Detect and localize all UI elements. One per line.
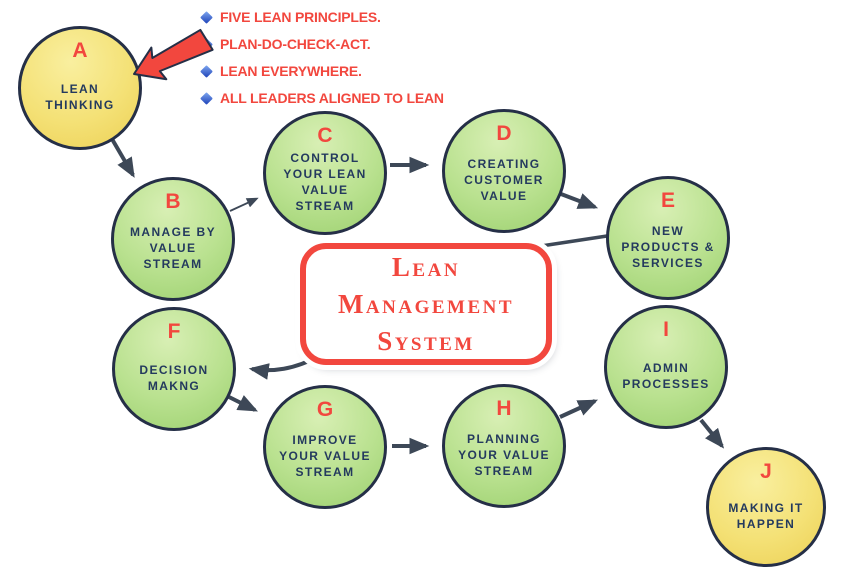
node-i-label: ADMIN PROCESSES <box>622 361 710 391</box>
node-e-letter: E <box>660 189 675 212</box>
arrow-d-to-e <box>560 192 599 209</box>
node-d-creating-customer-value: D CREATING CUSTOMER VALUE <box>442 109 566 233</box>
callout-text: ALL LEADERS ALIGNED TO LEAN <box>220 90 444 106</box>
node-h-label: PLANNING YOUR VALUE STREAM <box>458 432 550 478</box>
callout-text: LEAN EVERYWHERE. <box>220 63 362 79</box>
arrow-f-to-g <box>228 395 258 412</box>
callout-list: FIVE LEAN PRINCIPLES. PLAN-DO-CHECK-ACT.… <box>200 8 444 116</box>
node-a-letter: A <box>72 39 88 62</box>
callout-item: FIVE LEAN PRINCIPLES. <box>200 8 444 26</box>
callout-text: PLAN-DO-CHECK-ACT. <box>220 36 371 52</box>
node-i-letter: I <box>663 318 669 341</box>
arrow-i-to-j <box>699 418 725 449</box>
node-f-letter: F <box>167 320 181 343</box>
callout-item: ALL LEADERS ALIGNED TO LEAN <box>200 89 444 107</box>
node-g-letter: G <box>316 398 334 421</box>
node-g-label: IMPROVE YOUR VALUE STREAM <box>279 433 371 479</box>
node-i-admin-processes: I ADMIN PROCESSES <box>604 305 728 429</box>
node-j-letter: J <box>760 460 772 483</box>
center-box: Lean Management System <box>300 243 552 365</box>
node-b-label: MANAGE BY VALUE STREAM <box>130 225 216 271</box>
callout-item: PLAN-DO-CHECK-ACT. <box>200 35 444 53</box>
arrow-a-to-b <box>110 137 135 178</box>
node-h-letter: H <box>496 397 512 420</box>
arrow-b-to-c <box>229 197 259 212</box>
node-f-label: DECISION MAKNG <box>139 363 209 393</box>
node-e-new-products-services: E NEW PRODUCTS & SERVICES <box>606 176 730 300</box>
red-block-arrow-icon <box>133 28 214 81</box>
connector-e-to-box <box>527 234 608 250</box>
node-a-label: LEAN THINKING <box>45 82 115 112</box>
callout-text: FIVE LEAN PRINCIPLES. <box>220 9 381 25</box>
node-a-lean-thinking: A LEAN THINKING <box>18 26 142 150</box>
node-c-letter: C <box>317 124 333 147</box>
node-d-letter: D <box>496 122 512 145</box>
node-c-label: CONTROL YOUR LEAN VALUE STREAM <box>283 151 367 213</box>
node-j-making-it-happen: J MAKING IT HAPPEN <box>706 447 826 567</box>
node-e-label: NEW PRODUCTS & SERVICES <box>621 224 715 270</box>
node-g-improve-your-value-stream: G IMPROVE YOUR VALUE STREAM <box>263 385 387 509</box>
arrow-h-to-i <box>559 399 599 419</box>
node-d-label: CREATING CUSTOMER VALUE <box>464 157 544 203</box>
node-h-planning-your-value-stream: H PLANNING YOUR VALUE STREAM <box>442 384 566 508</box>
node-b-manage-by-value-stream: B MANAGE BY VALUE STREAM <box>111 177 235 301</box>
center-box-title: Lean Management System <box>337 251 515 356</box>
callout-item: LEAN EVERYWHERE. <box>200 62 444 80</box>
node-f-decision-making: F DECISION MAKNG <box>112 307 236 431</box>
node-j-label: MAKING IT HAPPEN <box>728 501 804 531</box>
node-b-letter: B <box>165 190 181 213</box>
node-c-control-your-lean-value-stream: C CONTROL YOUR LEAN VALUE STREAM <box>263 111 387 235</box>
